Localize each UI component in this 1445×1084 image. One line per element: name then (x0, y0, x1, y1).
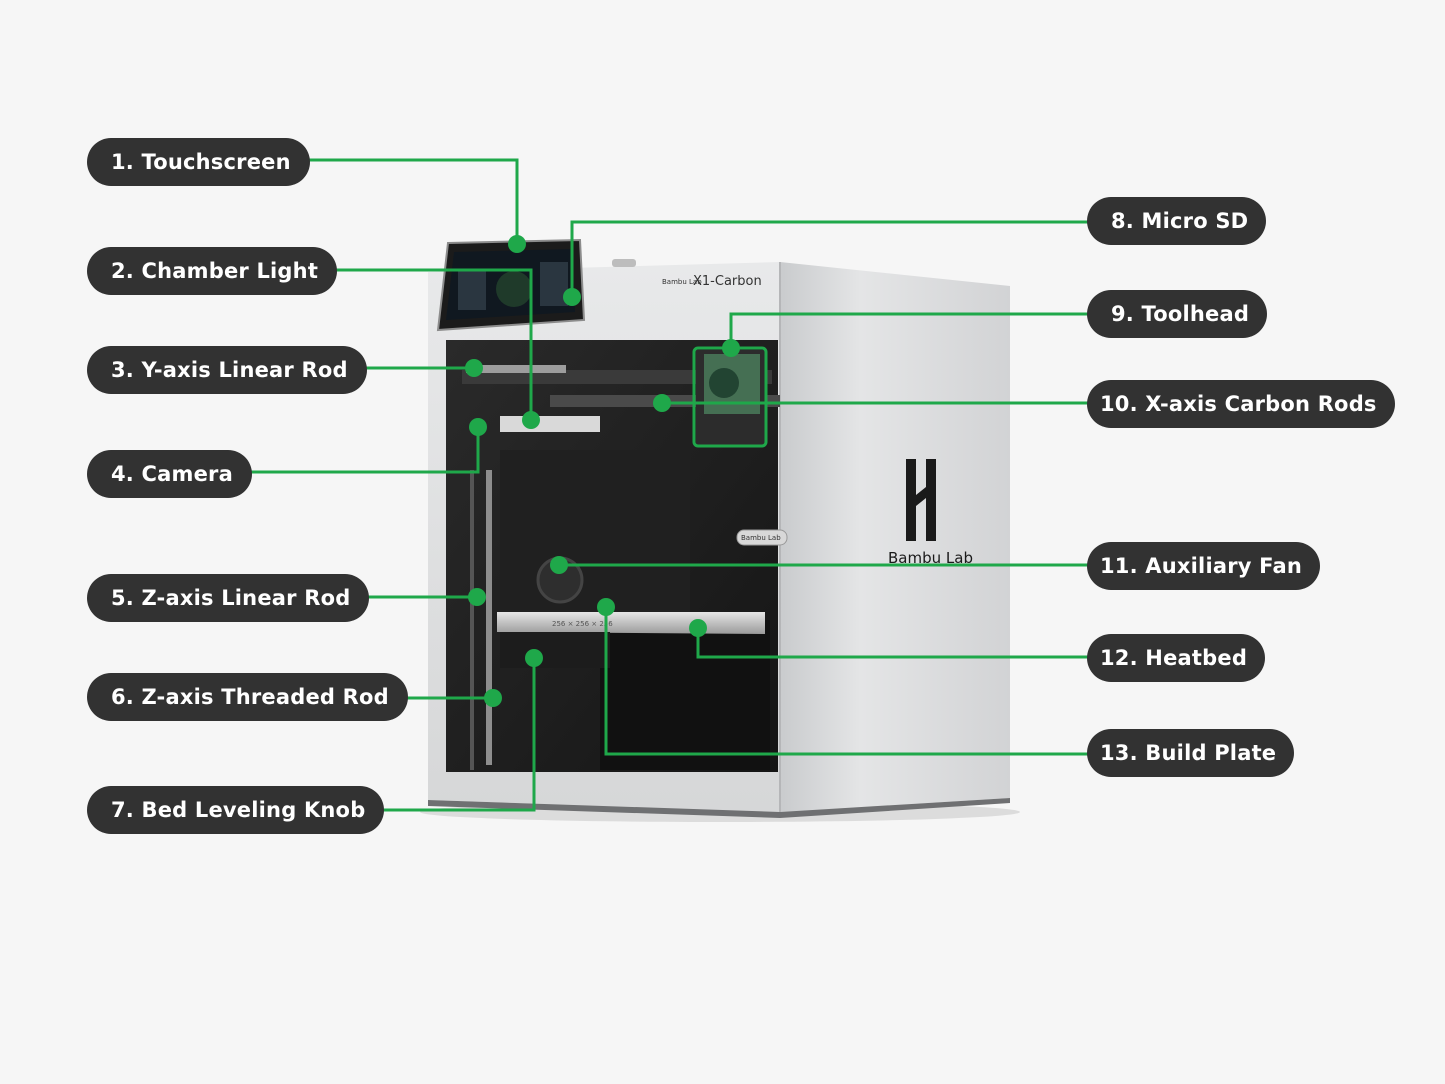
label-y-axis-linear-rod: 3. Y-axis Linear Rod (87, 346, 367, 394)
label-build-plate: 13. Build Plate (1087, 729, 1295, 777)
callout-dots (465, 235, 740, 707)
callout-line-heatbed (696, 628, 1088, 659)
label-z-axis-threaded-rod: 6. Z-axis Threaded Rod (87, 673, 408, 721)
label-chamber-light: 2. Chamber Light (87, 247, 338, 295)
callout-line-camera (238, 427, 480, 474)
callout-line-chamber-light (314, 268, 533, 420)
label-z-axis-linear-rod: 5. Z-axis Linear Rod (87, 574, 370, 622)
label-camera: 4. Camera (87, 450, 252, 498)
callout-line-micro-sd (570, 220, 1088, 297)
label-micro-sd: 8. Micro SD (1087, 197, 1267, 245)
label-touchscreen: 1. Touchscreen (87, 138, 310, 186)
label-bed-leveling-knob: 7. Bed Leveling Knob (87, 786, 385, 834)
label-heatbed: 12. Heatbed (1087, 634, 1266, 682)
dot-camera (469, 418, 487, 436)
dot-auxiliary-fan (550, 556, 568, 574)
brand-top-text: Bambu Lab (662, 278, 702, 286)
model-text: X1-Carbon (693, 274, 762, 289)
dot-z-axis-threaded-rod (484, 689, 502, 707)
callout-line-touchscreen (292, 158, 519, 244)
z-rod (486, 470, 492, 765)
dot-touchscreen (508, 235, 526, 253)
dot-micro-sd (563, 288, 581, 306)
touchscreen-device (436, 238, 586, 332)
label-x-axis-carbon-rods: 10. X-axis Carbon Rods (1087, 380, 1395, 428)
callout-line-toolhead (729, 312, 1088, 348)
callout-line-build-plate (604, 607, 1088, 756)
plate-size-text: 256 × 256 × 256 (552, 620, 613, 628)
build-plate-shape (497, 612, 765, 634)
callout-line-bed-leveling-knob (353, 658, 536, 812)
dot-y-axis-linear-rod (465, 359, 483, 377)
label-auxiliary-fan: 11. Auxiliary Fan (1087, 542, 1321, 590)
dot-bed-leveling-knob (525, 649, 543, 667)
door-badge-text: Bambu Lab (741, 534, 781, 542)
dot-heatbed (689, 619, 707, 637)
dot-x-axis-carbon-rods (653, 394, 671, 412)
bambu-logo-icon (906, 459, 936, 541)
dot-chamber-light (522, 411, 540, 429)
dot-z-axis-linear-rod (468, 588, 486, 606)
dot-toolhead (722, 339, 740, 357)
side-panel (780, 262, 1010, 812)
callout-lines (238, 158, 1088, 812)
side-brand-text: Bambu Lab (888, 549, 973, 567)
dot-build-plate (597, 598, 615, 616)
label-toolhead: 9. Toolhead (1087, 290, 1268, 338)
